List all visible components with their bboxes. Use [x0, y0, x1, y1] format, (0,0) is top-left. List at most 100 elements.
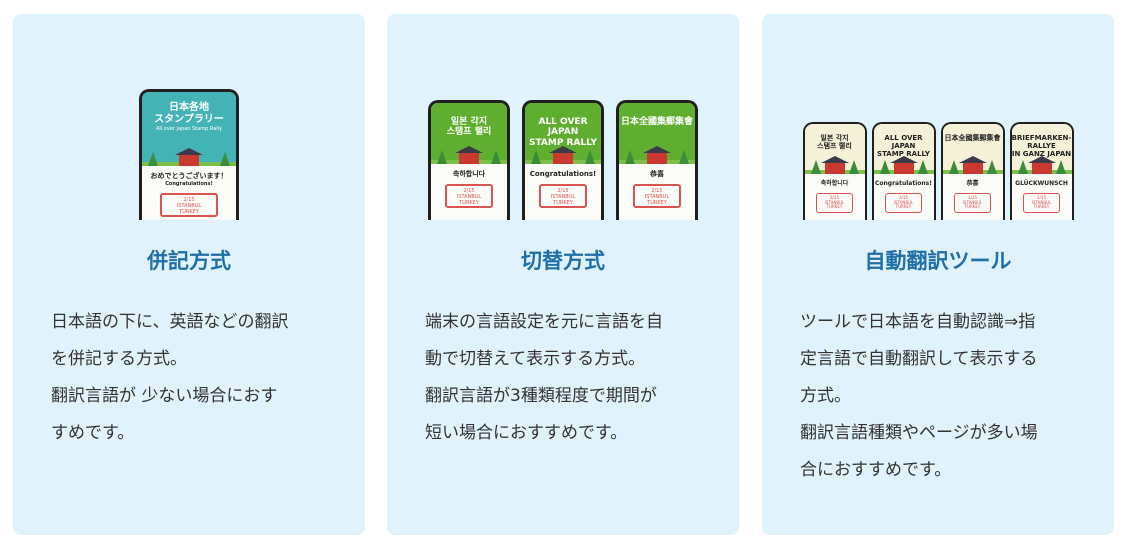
phone-mockups: 일본 각지 스탬프 랠리 축하합니다 2/15 ISTANBUL TURKEY … — [387, 100, 739, 220]
phone-mockup: 日本全國集郵集會 恭喜 2/15 ISTANBUL TURKEY — [616, 100, 698, 220]
stamp-country: TURKEY — [895, 204, 912, 210]
phone-header: ALL OVER JAPAN STAMP RALLY — [873, 124, 934, 174]
phone-message: 축하합니다 — [820, 179, 849, 187]
temple-illustration — [142, 136, 236, 167]
description-line: ツールで日本語を自動認識⇒指 — [800, 312, 1036, 332]
stamp-date: 2/15 — [830, 194, 839, 200]
stamp-icon: 2/15 ISTANBUL TURKEY — [815, 192, 854, 213]
phone-mockup: 일본 각지 스탬프 랠리 축하합니다 2/15 ISTANBUL TURKEY — [428, 100, 510, 220]
stamp-country: TURKEY — [179, 208, 199, 215]
card-switching: 일본 각지 스탬프 랠리 축하합니다 2/15 ISTANBUL TURKEY … — [387, 14, 739, 535]
stamp-icon: 2/15 ISTANBUL TURKEY — [445, 183, 493, 208]
phone-header: ALL OVER JAPAN STAMP RALLY — [525, 103, 601, 164]
stamp-icon: 2/15 ISTANBUL TURKEY — [884, 192, 923, 213]
stamp-country: TURKEY — [1033, 204, 1050, 210]
card-description: 日本語の下に、英語などの翻訳 を併記する方式。 翻訳言語が 少ない場合におす す… — [51, 304, 335, 452]
card-auto-translate: 일본 각지 스탬프 랠리 축하합니다 2/15 ISTANBUL TURKEY … — [762, 14, 1114, 535]
description-line: 端末の言語設定を元に言語を自 — [425, 312, 663, 332]
phone-message-sub: Congratulations! — [165, 181, 213, 188]
description-line: 翻訳言語種類やページが多い場 — [800, 423, 1038, 443]
temple-illustration — [619, 134, 695, 164]
tree-icon — [148, 152, 158, 167]
phone-mockup: BRIEFMARKEN-RALLYE IN GANZ JAPAN GLÜCKWU… — [1009, 122, 1074, 220]
phone-message-main: おめでとうございます！ — [150, 172, 228, 181]
phone-header: 日本各地 スタンプラリー All over Japan Stamp Rally — [142, 92, 236, 167]
phone-header: BRIEFMARKEN-RALLYE IN GANZ JAPAN — [1011, 124, 1072, 174]
temple-icon — [175, 148, 203, 167]
tree-icon — [531, 149, 541, 164]
phone-message: おめでとうございます！ Congratulations! — [142, 172, 236, 188]
phone-header: 日本全國集郵集會 — [942, 124, 1003, 174]
temple-icon — [1027, 155, 1056, 174]
card-title: 自動翻訳ツール — [864, 249, 1012, 273]
temple-icon — [958, 155, 987, 174]
stamp-city: ISTANBUL — [644, 193, 670, 200]
tree-icon — [810, 159, 821, 174]
phone-title-line2: IN GANZ JAPAN — [1011, 150, 1072, 159]
tree-icon — [220, 152, 230, 167]
phone-mockup: 일본 각지 스탬프 랠리 축하합니다 2/15 ISTANBUL TURKEY — [802, 122, 867, 220]
phone-mockups: 日本各地 スタンプラリー All over Japan Stamp Rally … — [13, 89, 365, 220]
description-line: 方式。 — [800, 386, 851, 406]
description-line: 動で切替えて表示する方式。 — [425, 349, 646, 369]
tree-icon — [585, 149, 595, 164]
temple-icon — [820, 155, 849, 174]
stamp-city: ISTANBUL — [1031, 199, 1052, 205]
phone-title-line2: 스탬프 랠리 — [446, 127, 492, 138]
description-line: を併記する方式。 — [51, 349, 187, 369]
stamp-date: 2/15 — [651, 187, 663, 194]
phone-title-line2: 스탬프 랠리 — [817, 142, 852, 151]
stamp-icon: 2/15 ISTANBUL TURKEY — [159, 192, 219, 217]
card-description: 端末の言語設定を元に言語を自 動で切替えて表示する方式。 翻訳言語が3種類程度で… — [425, 304, 709, 452]
phone-title-line1: 日本全國集郵集會 — [620, 117, 693, 127]
phone-message: 恭喜 — [650, 169, 664, 178]
stamp-city: ISTANBUL — [824, 199, 845, 205]
stamp-date: 2/15 — [557, 187, 569, 194]
stamp-country: TURKEY — [647, 199, 667, 206]
stamp-country: TURKEY — [826, 204, 843, 210]
temple-illustration — [525, 134, 601, 164]
phone-message: 恭喜 — [966, 179, 979, 187]
temple-icon — [549, 145, 577, 164]
phone-title-line1: 일본 각지 — [820, 134, 849, 142]
description-line: 短い場合におすすめです。 — [425, 423, 628, 443]
stamp-icon: 2/15 ISTANBUL TURKEY — [633, 183, 681, 208]
stamp-icon: 2/15 ISTANBUL TURKEY — [1022, 192, 1061, 213]
stamp-date: 2/15 — [968, 194, 977, 200]
stamp-country: TURKEY — [964, 204, 981, 210]
description-line: 翻訳言語が 少ない場合におす — [51, 386, 278, 406]
phone-header: 일본 각지 스탬프 랠리 — [431, 103, 507, 164]
phone-title-line2: STAMP RALLY — [877, 150, 930, 159]
tree-icon — [986, 159, 997, 174]
phone-mockup: ALL OVER JAPAN STAMP RALLY Congratulatio… — [522, 100, 604, 220]
card-title: 切替方式 — [521, 249, 605, 273]
card-side-by-side: 日本各地 スタンプラリー All over Japan Stamp Rally … — [13, 14, 365, 535]
phone-title-line1: 日本各地 — [169, 102, 209, 113]
phone-header: 日本全國集郵集會 — [619, 103, 695, 164]
description-line: 日本語の下に、英語などの翻訳 — [51, 312, 289, 332]
stamp-date: 2/15 — [899, 194, 908, 200]
phone-mockup: 日本各地 スタンプラリー All over Japan Stamp Rally … — [139, 89, 239, 220]
phone-title-line2: STAMP RALLY — [528, 137, 598, 148]
phone-title-line1: ALL OVER JAPAN — [884, 134, 923, 151]
temple-illustration — [804, 144, 865, 174]
phone-title-line1: 일본 각지 — [450, 117, 488, 127]
temple-icon — [643, 145, 671, 164]
temple-illustration — [1011, 144, 1072, 174]
stamp-city: ISTANBUL — [962, 199, 983, 205]
phone-title-line2: スタンプラリー — [154, 113, 224, 125]
phone-mockup: 日本全國集郵集會 恭喜 2/15 ISTANBUL TURKEY — [940, 122, 1005, 220]
phone-message: GLÜCKWUNSCH — [1015, 179, 1068, 187]
tree-icon — [437, 149, 447, 164]
card-title: 併記方式 — [147, 249, 231, 273]
phone-header: 일본 각지 스탬프 랠리 — [804, 124, 865, 174]
tree-icon — [491, 149, 501, 164]
tree-icon — [1055, 159, 1066, 174]
description-line: 合におすすめです。 — [800, 460, 952, 480]
card-description: ツールで日本語を自動認識⇒指 定言語で自動翻訳して表示する 方式。 翻訳言語種類… — [800, 304, 1084, 489]
phone-mockups: 일본 각지 스탬프 랠리 축하합니다 2/15 ISTANBUL TURKEY … — [762, 122, 1114, 220]
phone-title-line1: 日本全國集郵集會 — [944, 134, 1001, 142]
phone-message: Congratulations! — [529, 169, 597, 178]
stamp-city: ISTANBUL — [176, 202, 202, 209]
temple-icon — [889, 155, 918, 174]
